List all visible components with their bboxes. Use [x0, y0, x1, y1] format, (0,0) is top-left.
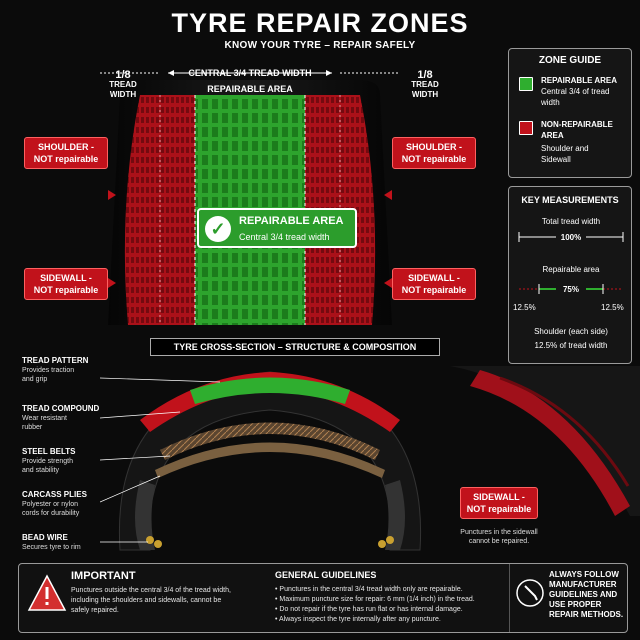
guideline-item: • Maximum puncture size for repair: 6 mm…	[275, 596, 475, 603]
left-shoulder-dimension: 1/8 TREAD WIDTH	[98, 70, 148, 100]
guideline-item: • Punctures in the central 3/4 tread wid…	[275, 586, 463, 593]
check-icon: ✓	[205, 216, 231, 242]
repairable-swatch	[519, 77, 533, 91]
sidewall-right-callout: SIDEWALL - NOT repairable	[392, 268, 476, 300]
layer-tread-compound: TREAD COMPOUND Wear resistant rubber	[22, 404, 100, 431]
tyre-cross-section-illustration	[100, 371, 422, 551]
center-dimension-sub: REPAIRABLE AREA	[207, 84, 293, 94]
key-measurements-title: KEY MEASUREMENTS	[521, 195, 619, 205]
important-title: IMPORTANT	[71, 570, 136, 582]
guideline-item: • Always inspect the tyre internally aft…	[275, 616, 441, 623]
key-measurements-panel: KEY MEASUREMENTS Total tread width 100% …	[508, 186, 632, 364]
important-text: Punctures outside the central 3/4 of the…	[71, 587, 231, 614]
sidewall-closeup-illustration	[450, 366, 640, 516]
layer-steel-belts: STEEL BELTS Provide strength and stabili…	[22, 447, 76, 474]
zone-guide-title: ZONE GUIDE	[538, 55, 602, 66]
right-fraction: 1/8	[417, 69, 433, 81]
center-dimension: CENTRAL 3/4 TREAD WIDTH REPAIRABLE AREA	[170, 68, 330, 94]
layer-carcass-plies: CARCASS PLIES Polyester or nylon cords f…	[22, 490, 87, 517]
sidewall-detail-note: Punctures in the sidewall cannot be repa…	[460, 529, 538, 545]
cross-section-heading: TYRE CROSS-SECTION – STRUCTURE & COMPOSI…	[150, 338, 440, 356]
zone-nonrepairable-title: NON-REPAIRABLE	[541, 120, 613, 129]
layer-tread-pattern: TREAD PATTERN Provides traction and grip	[22, 356, 89, 383]
shoulder-left-callout: SHOULDER - NOT repairable	[24, 137, 108, 169]
sidewall-detail-callout: SIDEWALL - NOT repairable	[460, 487, 538, 519]
guidelines-title: GENERAL GUIDELINES	[275, 570, 377, 580]
right-dimension-label: TREAD WIDTH	[411, 80, 439, 99]
sidewall-left-callout: SIDEWALL - NOT repairable	[24, 268, 108, 300]
guidelines-list: • Punctures in the central 3/4 tread wid…	[275, 585, 515, 625]
center-dimension-label: CENTRAL 3/4 TREAD WIDTH	[188, 68, 312, 78]
non-repairable-swatch	[519, 121, 533, 135]
bottom-info-box: IMPORTANT Punctures outside the central …	[18, 563, 628, 633]
right-shoulder-dimension: 1/8 TREAD WIDTH	[400, 70, 450, 100]
divider	[509, 564, 510, 632]
follow-guidelines-text: ALWAYS FOLLOW MANUFACTURER GUIDELINES AN…	[549, 570, 624, 619]
repairable-area-badge: ✓ REPAIRABLE AREA Central 3/4 tread widt…	[197, 208, 357, 248]
repairable-badge-sub: Central 3/4 tread width	[239, 232, 330, 242]
wrench-icon	[516, 579, 544, 607]
guideline-item: • Do not repair if the tyre has run flat…	[275, 606, 463, 613]
page-title: TYRE REPAIR ZONES	[171, 8, 469, 38]
left-dimension-label: TREAD WIDTH	[109, 80, 137, 99]
zone-repairable-title: REPAIRABLE AREA	[541, 76, 618, 85]
warning-icon	[27, 574, 67, 611]
layer-bead-wire: BEAD WIRE Secures tyre to rim	[22, 533, 81, 551]
page-subtitle: KNOW YOUR TYRE – REPAIR SAFELY	[224, 40, 416, 51]
left-fraction: 1/8	[115, 69, 131, 81]
repairable-badge-title: REPAIRABLE AREA	[239, 215, 344, 227]
shoulder-right-callout: SHOULDER - NOT repairable	[392, 137, 476, 169]
zone-guide-panel: ZONE GUIDE REPAIRABLE AREA Central 3/4 o…	[508, 48, 632, 178]
